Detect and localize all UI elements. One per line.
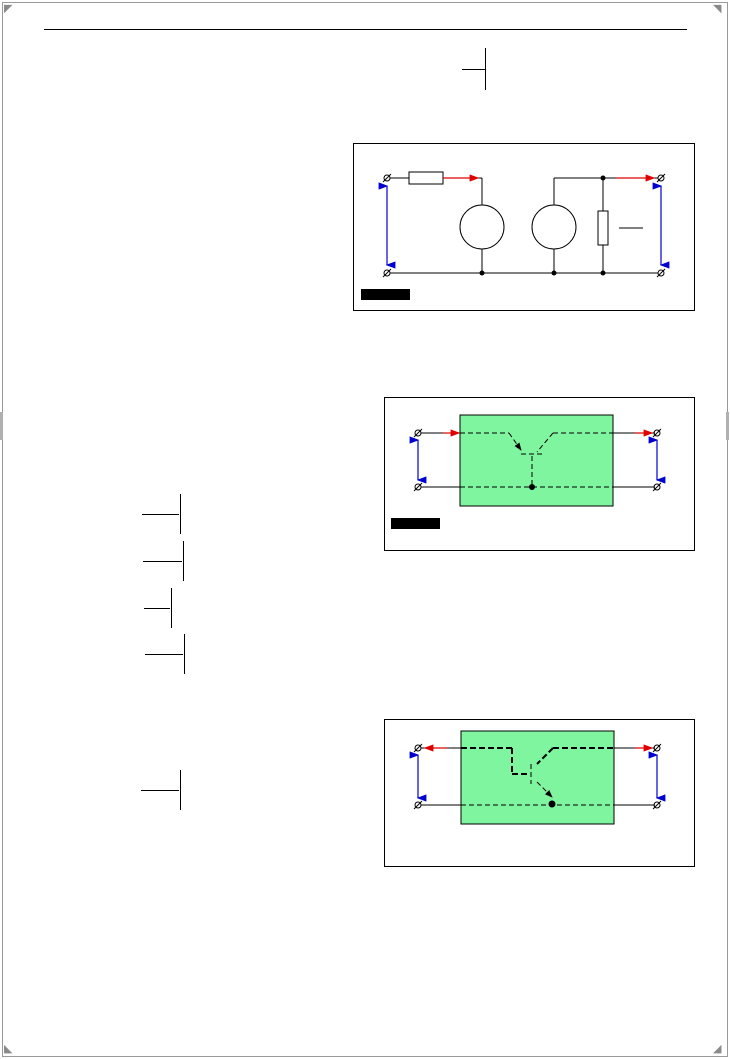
formula-fraction-4	[145, 634, 187, 674]
formula-fraction-1	[142, 494, 182, 534]
right-edge-mark	[726, 412, 729, 440]
corner-mark-top-right: ◥	[713, 3, 722, 15]
figure-equivalent-circuit	[353, 143, 695, 311]
corner-mark-bottom-right: ◢	[713, 1043, 722, 1055]
figure-transistor-reverse	[384, 719, 695, 867]
figure-2-caption-tag	[391, 518, 440, 529]
figure-transistor-forward	[384, 397, 695, 551]
formula-fraction-5	[141, 770, 183, 810]
corner-mark-bottom-left: ◣	[4, 1043, 13, 1055]
equivalent-circuit-diagram	[378, 171, 670, 278]
transistor-reverse-diagram	[409, 730, 666, 825]
formula-fraction-2	[143, 541, 185, 581]
formula-fraction-3	[144, 588, 174, 628]
header-rule	[44, 29, 687, 30]
corner-mark-top-left: ◤	[4, 3, 13, 15]
left-edge-mark	[0, 412, 3, 440]
header-fraction	[462, 48, 488, 90]
transistor-forward-diagram	[409, 414, 666, 507]
figure-1-caption-tag	[361, 289, 410, 300]
